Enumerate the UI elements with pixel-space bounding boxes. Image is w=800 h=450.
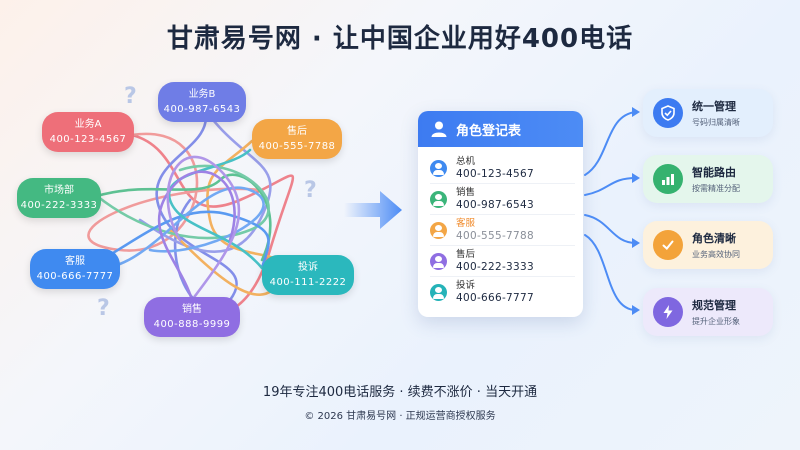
bubble-name: 业务B [188, 89, 216, 100]
feature-subtitle: 号码归属清晰 [692, 118, 740, 127]
branch-arrow-1 [584, 111, 637, 176]
footer-copyright: © 2026 甘肃易号网 · 正规运营商授权服务 [304, 411, 496, 422]
bubble-name: 销售 [182, 304, 202, 315]
bubble-name: 业务A [74, 119, 102, 130]
question-mark-icon: ? [97, 296, 110, 321]
line-violet-2 [166, 155, 241, 302]
branch-arrow-4 [584, 234, 637, 311]
question-mark-icon: ? [124, 84, 137, 109]
role-phone: 400-666-7777 [456, 292, 534, 304]
avatar-icon [430, 221, 447, 239]
page-title: 甘肃易号网 · 让中国企业用好400电话 [166, 24, 634, 54]
line-blue-purple [155, 108, 238, 312]
line-orange [168, 139, 285, 296]
arrowhead-icon [632, 305, 640, 315]
role-name: 客服 [456, 218, 476, 229]
role-name: 总机 [456, 156, 476, 167]
line-blue-2 [85, 186, 265, 271]
user-icon [431, 121, 447, 137]
avatar-icon [430, 252, 447, 270]
avatar-icon [430, 190, 447, 208]
feature-title: 统一管理 [692, 100, 736, 113]
bubble-marketing: 市场部 400-222-3333 [17, 178, 101, 218]
branch-arrow-2 [584, 177, 637, 196]
bubble-name: 售后 [287, 126, 307, 137]
bubble-phone: 400-987-6543 [163, 104, 241, 115]
feature-title: 角色清晰 [692, 232, 736, 245]
line-green-2 [95, 164, 270, 240]
bubble-phone: 400-666-7777 [36, 271, 114, 282]
feature-title: 智能路由 [692, 166, 736, 179]
feature-subtitle: 提升企业形象 [692, 317, 740, 326]
role-phone: 400-123-4567 [456, 168, 534, 180]
right-arrow-icon [344, 191, 402, 229]
feature-smart-routing: 智能路由按需精准分配 [643, 155, 773, 203]
bubble-after-sales: 售后 400-555-7788 [252, 119, 342, 159]
bubble-business-b: 业务B 400-987-6543 [158, 82, 246, 122]
arrowhead-icon [632, 173, 640, 183]
feature-title: 规范管理 [692, 299, 736, 312]
lightning-icon [653, 297, 683, 327]
line-teal [167, 148, 264, 270]
bubble-phone: 400-555-7788 [258, 141, 336, 152]
card-title: 角色登记表 [456, 123, 522, 139]
role-name: 销售 [456, 187, 476, 198]
bubble-sales: 销售 400-888-9999 [144, 297, 240, 337]
bubble-phone: 400-123-4567 [49, 134, 127, 145]
arrowhead-icon [632, 107, 640, 117]
feature-standard-management: 规范管理提升企业形象 [643, 288, 773, 336]
bubble-name: 客服 [65, 256, 85, 267]
bubble-customer-service: 客服 400-666-7777 [30, 249, 120, 289]
role-name: 投诉 [456, 280, 476, 291]
feature-clear-roles: 角色清晰业务高效协同 [643, 221, 773, 269]
branch-arrow-3 [584, 214, 637, 244]
feature-unified-management: 统一管理号码归属清晰 [643, 89, 773, 137]
feature-subtitle: 业务高效协同 [692, 250, 740, 259]
bar-chart-icon [653, 164, 683, 194]
line-violet [157, 170, 236, 302]
shield-check-icon [653, 98, 683, 128]
avatar-icon [430, 159, 447, 177]
role-name: 售后 [456, 249, 476, 260]
role-phone: 400-555-7788 [456, 230, 534, 242]
card-header: 角色登记表 [418, 111, 583, 147]
slogan: 19年专注400电话服务 · 续费不涨价 · 当天开通 [262, 385, 538, 400]
bubble-phone: 400-888-9999 [153, 319, 231, 330]
role-phone: 400-222-3333 [456, 261, 534, 273]
role-phone: 400-987-6543 [456, 199, 534, 211]
feature-subtitle: 按需精准分配 [692, 184, 740, 193]
bubble-complaints: 投诉 400-111-2222 [262, 255, 354, 295]
bubble-business-a: 业务A 400-123-4567 [42, 112, 134, 152]
question-mark-icon: ? [304, 178, 317, 203]
line-blue [85, 210, 270, 270]
check-circle-icon [653, 230, 683, 260]
arrowhead-icon [632, 238, 640, 248]
bubble-name: 市场部 [44, 185, 74, 196]
bubble-phone: 400-111-2222 [269, 277, 347, 288]
bubble-name: 投诉 [298, 262, 318, 273]
avatar-icon [430, 283, 447, 301]
bubble-phone: 400-222-3333 [20, 200, 98, 211]
